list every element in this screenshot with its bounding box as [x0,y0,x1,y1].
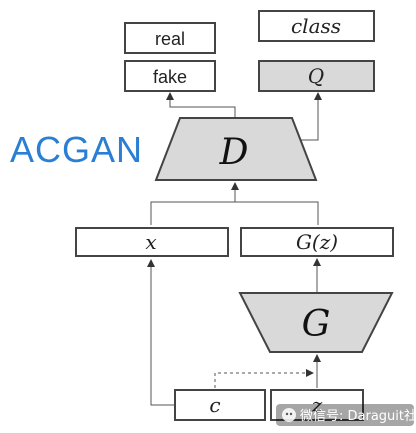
output-real-label: real [155,29,185,49]
d-to-outputs-connector [166,92,322,141]
noise-z-box: z [270,389,364,421]
generated-sample-box: G(z) [240,227,394,257]
class-label-c-label: c [209,393,220,417]
inputs-to-d-connector [150,182,319,225]
watermark-text: 微信号: Daraguit社区 [300,408,416,424]
discriminator-label: D [219,132,249,173]
generated-sample-label: G(z) [296,230,338,254]
class-label-c-box: c [174,389,266,421]
generator-label: G [302,304,331,345]
watermark: 微信号: Daraguit社区 [276,404,416,426]
output-real-box: real [124,22,216,54]
real-sample-x-label: x [145,230,156,254]
noise-z-label: z [311,393,323,417]
generator-network: G [238,292,394,353]
output-fake-box: fake [124,60,216,92]
diagram-title: ACGAN [10,129,143,170]
c-to-x-connector [147,259,175,406]
discriminator-network: D [154,117,318,181]
wechat-icon [282,408,296,422]
output-class-label: class [291,14,341,38]
output-fake-label: fake [153,67,187,87]
q-network-label: Q [308,64,324,88]
real-sample-x-box: x [75,227,229,257]
q-network-box: Q [258,60,375,92]
c-to-g-dashed-connector [214,369,314,388]
output-class-box: class [258,10,375,42]
